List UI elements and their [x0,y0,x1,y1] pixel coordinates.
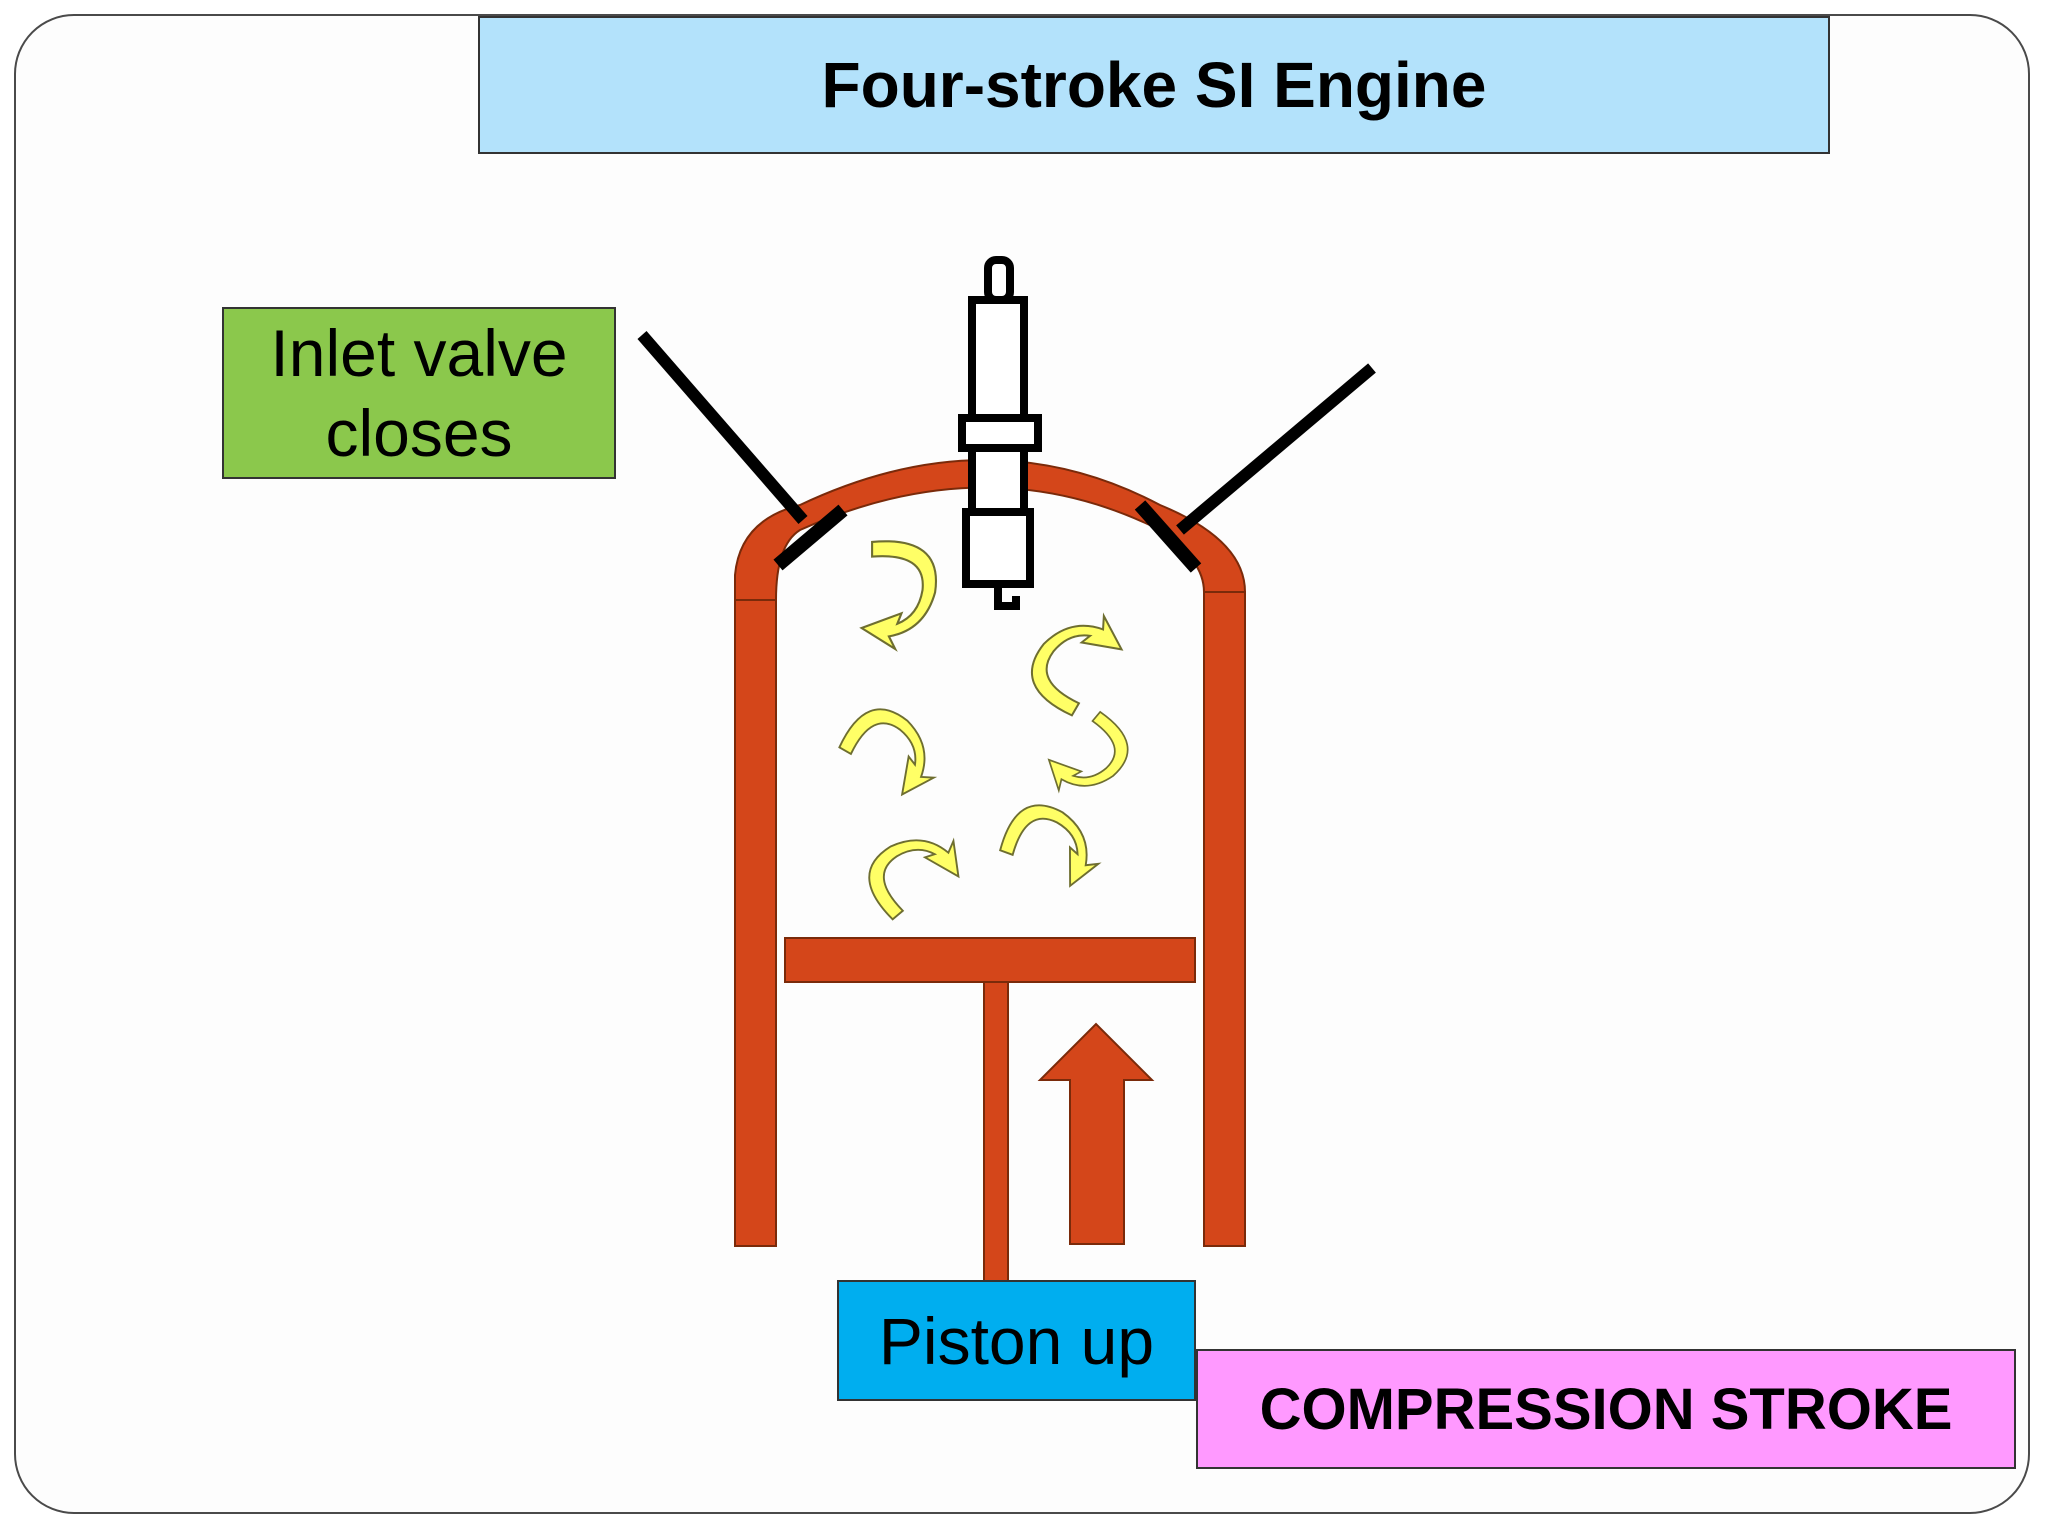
swirl-arrow-icon [833,540,1141,928]
stroke-label-text: COMPRESSION STROKE [1259,1376,1953,1442]
cylinder-right-wall [1203,591,1246,1247]
slide-title: Four-stroke SI Engine [478,16,1830,154]
cylinder-left-wall [734,595,777,1247]
inlet-label-line1: Inlet valve [270,316,568,390]
cylinder-head [734,459,1247,601]
slide-frame [14,14,2030,1514]
slide-title-text: Four-stroke SI Engine [821,49,1487,121]
inlet-valve-label: Inlet valve closes [222,307,616,479]
up-arrow-icon [1037,1022,1155,1245]
piston-rod [983,981,1009,1283]
inlet-valve [637,331,848,571]
piston-crown [784,937,1196,983]
inlet-label-line2: closes [325,396,513,470]
spark-plug-icon [958,256,1042,610]
piston-label: Piston up [837,1280,1196,1401]
stroke-label: COMPRESSION STROKE [1196,1349,2016,1469]
exhaust-valve [1134,363,1376,573]
piston-label-text: Piston up [878,1303,1155,1378]
